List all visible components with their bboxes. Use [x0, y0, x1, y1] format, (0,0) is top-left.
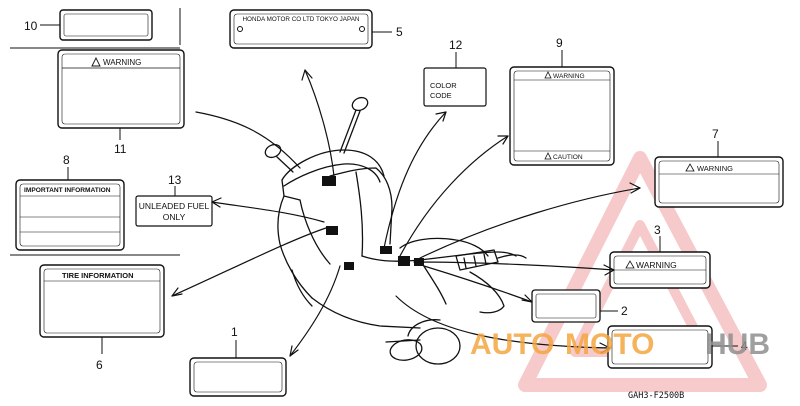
warning-text-3: WARNING — [636, 260, 677, 270]
warning-triangle-icon — [625, 260, 635, 269]
warning-text-7: WARNING — [697, 164, 733, 173]
watermark-moto: MOTO — [565, 328, 654, 361]
label-10: 10 — [24, 9, 153, 41]
callout-4: 4 — [741, 339, 748, 353]
caution-triangle-icon — [544, 152, 552, 160]
label-5: HONDA MOTOR CO LTD TOKYO JAPAN 5 — [229, 9, 403, 49]
watermark-hub: HUB — [705, 328, 770, 361]
label-8: IMPORTANT INFORMATION 8 — [15, 153, 125, 251]
label-6: TIRE INFORMATION 6 — [39, 264, 165, 372]
callout-3: 3 — [654, 223, 661, 237]
callout-8: 8 — [63, 153, 70, 167]
warning-triangle-icon — [91, 56, 101, 67]
important-info-title: IMPORTANT INFORMATION — [24, 187, 111, 194]
warning-triangle-icon — [544, 71, 552, 79]
label-2: 2 — [531, 289, 628, 323]
color-code-line-2: CODE — [430, 91, 452, 100]
warning-triangle-icon — [685, 163, 695, 172]
warning-text-9: WARNING — [553, 73, 585, 80]
label-3: WARNING 3 — [609, 223, 711, 289]
tire-info-title: TIRE INFORMATION — [62, 271, 134, 280]
callout-9: 9 — [556, 36, 563, 50]
callout-13: 13 — [168, 173, 182, 187]
callout-1: 1 — [231, 325, 238, 339]
watermark-auto: AUTO — [470, 328, 554, 361]
unleaded-line-2: ONLY — [163, 212, 186, 222]
unleaded-line-1: UNLEADED FUEL — [139, 201, 210, 211]
label-13: UNLEADED FUEL ONLY 13 — [135, 173, 213, 227]
callout-6: 6 — [96, 358, 103, 372]
label-4: 4 — [607, 325, 748, 369]
frame-lines — [10, 8, 181, 256]
label-7: WARNING 7 — [654, 127, 784, 208]
label-1: 1 — [189, 325, 287, 397]
label-11: WARNING 11 — [57, 49, 185, 156]
callout-5: 5 — [396, 25, 403, 39]
callout-2: 2 — [621, 304, 628, 318]
callout-7: 7 — [712, 127, 719, 141]
label-12: COLOR CODE 12 — [423, 38, 487, 107]
color-code-line-1: COLOR — [430, 81, 457, 90]
callout-12: 12 — [449, 38, 463, 52]
maker-plate-text: HONDA MOTOR CO LTD TOKYO JAPAN — [243, 16, 360, 23]
leader-arrows — [171, 69, 641, 357]
watermark-text: AUTO MOTO HUB — [470, 328, 770, 361]
caution-text-9: CAUTION — [553, 154, 583, 161]
callout-11: 11 — [114, 142, 127, 156]
figure-code: GAH3-F2500B — [628, 391, 684, 401]
warning-text-11: WARNING — [103, 58, 141, 67]
callout-10: 10 — [24, 19, 38, 33]
label-9: WARNING CAUTION 9 — [509, 36, 615, 166]
